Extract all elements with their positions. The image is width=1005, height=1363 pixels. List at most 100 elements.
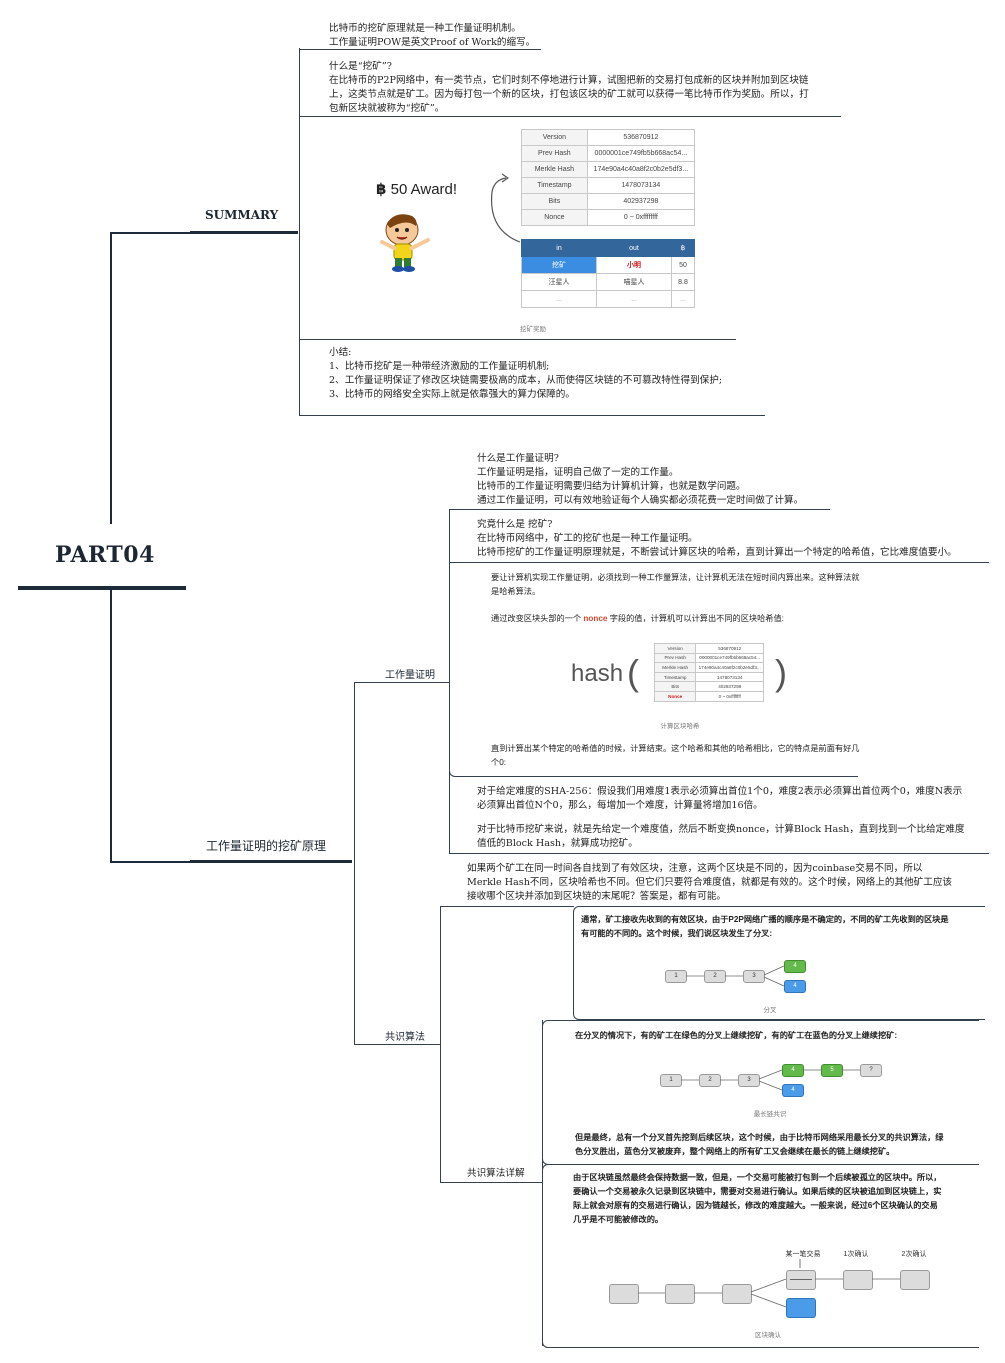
pow-mining-underline xyxy=(449,562,989,563)
summary-intro: 比特币的挖矿原理就是一种工作量证明机制。 工作量证明POW是英文Proof of… xyxy=(329,23,536,48)
confirm-tx-block xyxy=(786,1270,816,1290)
confirm-label-1: 1次确认 xyxy=(843,1251,869,1258)
summary-label[interactable]: SUMMARY xyxy=(205,208,279,222)
pow-principle-underline xyxy=(190,860,352,863)
hash-open-paren: ( xyxy=(627,652,639,693)
fork-block: 2 xyxy=(704,970,726,983)
tx-header-btc: ฿ xyxy=(671,239,695,257)
nonce-word: nonce xyxy=(583,614,608,623)
fork-text: 通常，矿工接收先收到的有效区块，由于P2P网络广播的顺序是不确定的，不同的矿工先… xyxy=(581,915,949,938)
fork-block: 3 xyxy=(743,970,765,983)
chain-block-green: 5 xyxy=(821,1064,843,1077)
confirm-block-2 xyxy=(900,1270,930,1290)
chain-block-unknown: ? xyxy=(860,1064,882,1077)
sha256-text: 对于给定难度的SHA-256：假设我们用难度1表示必须算出首位1个0，难度2表示… xyxy=(477,786,963,811)
fork-block-blue: 4 xyxy=(784,980,806,993)
header-value: 536870912 xyxy=(695,643,764,654)
pow-principle-label[interactable]: 工作量证明的挖矿原理 xyxy=(206,839,327,853)
header-key: Nonce xyxy=(653,690,697,702)
confirm-text: 由于区块链虽然最终会保持数据一致，但是，一个交易可能被打包到一个后续被孤立的区块… xyxy=(573,1173,942,1224)
tx-cell: 小明 xyxy=(596,256,672,274)
pow-principle-stem xyxy=(354,682,355,1044)
confirm-block xyxy=(609,1284,639,1304)
header-key: Merkle Hash xyxy=(653,662,697,673)
header-value: 536870912 xyxy=(586,129,696,146)
mining-award-caption: 挖矿奖励 xyxy=(520,326,546,333)
consensus-intro: 如果两个矿工在同一时间各自找到了有效区块，注意，这两个区块是不同的，因为coin… xyxy=(467,863,953,902)
header-key: Prev Hash xyxy=(653,652,697,664)
pow-algorithm-frame xyxy=(449,563,858,777)
algo-text-2-prefix: 通过改变区块头部的一个 xyxy=(491,614,584,623)
header-key: Timestamp xyxy=(521,177,588,194)
confirmation-diagram: 某一笔交易 1次确认 2次确认 xyxy=(600,1244,940,1324)
pow-last-underline xyxy=(449,853,989,854)
header-value: 0000001ce749fb5b668ac54... xyxy=(695,652,764,664)
fork-frame xyxy=(573,906,985,1020)
consensus-stem xyxy=(440,906,441,1182)
header-key: Version xyxy=(653,643,697,654)
fork-diagram: 1 2 3 4 4 xyxy=(660,958,820,998)
tx-cell: 50 xyxy=(671,256,695,274)
fork-caption: 分叉 xyxy=(763,1007,777,1014)
header-value: 402937298 xyxy=(586,193,696,210)
fork-block-green: 4 xyxy=(784,960,806,973)
consensus-branch-connector xyxy=(354,1044,440,1045)
summary-connector xyxy=(110,232,192,234)
longest-caption: 最长链共识 xyxy=(753,1111,787,1118)
root-underline xyxy=(18,586,186,590)
what-is-pow: 什么是工作量证明? 工作量证明是指，证明自己做了一定的工作量。 比特币的工作量证… xyxy=(477,453,804,506)
tx-cell: 喵星人 xyxy=(596,273,672,291)
pow-label[interactable]: 工作量证明 xyxy=(385,670,435,681)
confirm-label-tx: 某一笔交易 xyxy=(785,1251,821,1258)
header-key: Version xyxy=(521,129,588,146)
tx-table: in out ฿ 挖矿 小明 50 汪星人 喵星人 8.8 ... ... ..… xyxy=(521,239,695,308)
confirm-label-2: 2次确认 xyxy=(901,1251,927,1258)
tx-cell: 汪星人 xyxy=(521,273,597,291)
fork-block: 1 xyxy=(665,970,687,983)
tx-header-in: in xyxy=(521,239,597,257)
confirm-block-1 xyxy=(843,1270,873,1290)
header-key: Merkle Hash xyxy=(521,161,588,178)
header-value: 402937298 xyxy=(695,681,764,692)
confirm-block-blue xyxy=(786,1298,816,1318)
summary-conclusion: 小结: 1、比特币挖矿是一种带经济激励的工作量证明机制; 2、工作量证明保证了修… xyxy=(329,347,723,400)
consensus-detail-label[interactable]: 共识算法详解 xyxy=(467,1168,525,1179)
summary-conclusion-underline xyxy=(299,415,765,416)
root-title[interactable]: PART04 xyxy=(55,542,155,568)
tx-cell: 8.8 xyxy=(671,273,695,291)
spine-down xyxy=(110,590,112,862)
header-key: Bits xyxy=(521,193,588,210)
what-is-pow-underline xyxy=(449,509,830,510)
summary-bracket xyxy=(299,48,300,416)
header-value: 0 ~ 0xffffffff xyxy=(695,690,764,702)
consensus-intro-underline xyxy=(440,906,574,907)
summary-intro-underline xyxy=(299,49,541,50)
tx-cell: ... xyxy=(521,290,597,308)
header-value: 174e90a4c40a8f2c0b2e5df3... xyxy=(586,161,696,178)
header-key: Nonce xyxy=(521,209,588,226)
consensus-label[interactable]: 共识算法 xyxy=(385,1032,425,1043)
header-key: Timestamp xyxy=(653,671,697,683)
hash-close-paren: ) xyxy=(775,652,787,693)
chain-block: 2 xyxy=(699,1074,721,1087)
chain-block: 3 xyxy=(738,1074,760,1087)
header-value: 0 ~ 0xffffffff xyxy=(586,209,696,226)
spine-up xyxy=(110,232,112,524)
summary-underline xyxy=(190,231,298,234)
chain-block-blue: 4 xyxy=(782,1084,804,1097)
algo-text-3: 直到计算出某个特定的哈希值的时候，计算结束。这个哈希和其他的哈希相比，它的特点是… xyxy=(491,744,860,767)
consensus-detail-underline xyxy=(440,1182,542,1183)
confirm-block xyxy=(665,1284,695,1304)
header-value: 0000001ce749fb5b668ac54... xyxy=(586,145,696,162)
longest-chain-diagram: 1 2 3 4 5 ? 4 xyxy=(655,1060,885,1100)
